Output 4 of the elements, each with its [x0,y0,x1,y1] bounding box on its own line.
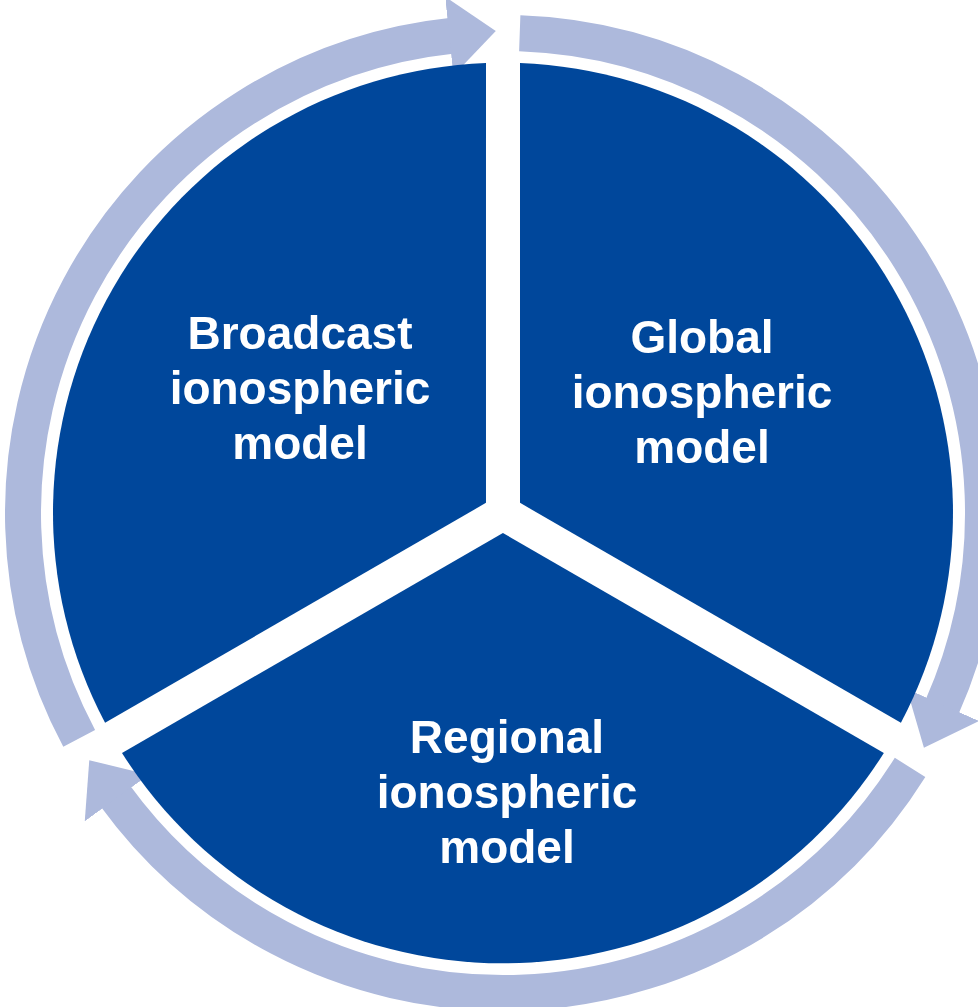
segment-label: Global ionospheric model [570,309,834,475]
pie-segment [122,532,884,963]
segment-label: Broadcast ionospheric model [168,305,432,471]
segment-label: Regional ionospheric model [375,709,639,875]
